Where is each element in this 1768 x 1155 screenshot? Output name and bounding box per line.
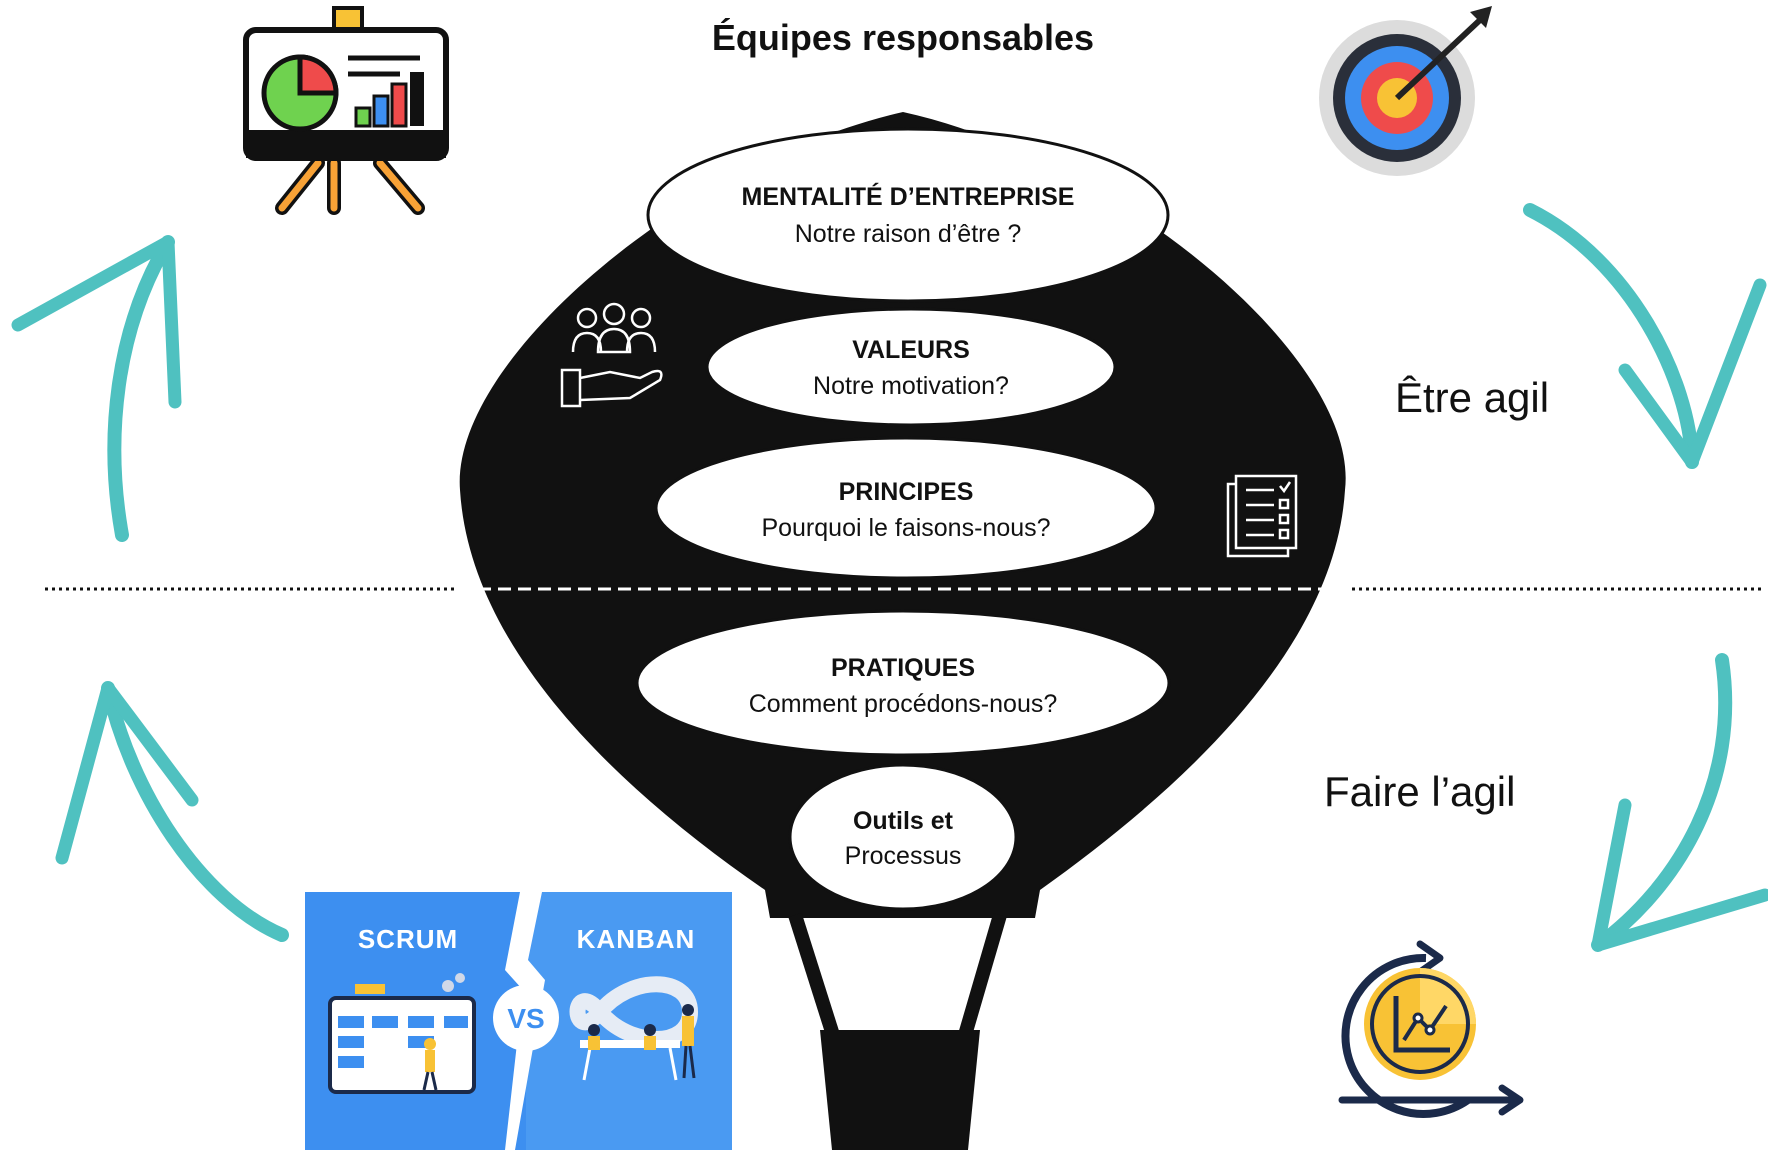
scrum-label: SCRUM <box>358 924 458 954</box>
presentation-board-icon <box>243 6 449 215</box>
vs-label: VS <box>507 1003 544 1034</box>
layer-question: Comment procédons-nous? <box>749 690 1058 718</box>
checklist-icon <box>1226 474 1298 558</box>
being-agile-label: Être agil <box>1395 374 1549 421</box>
cycle-arrow-right-top <box>1523 203 1767 469</box>
scrum-vs-kanban-board: SCRUM KANBAN VS <box>305 892 732 1150</box>
layer-oval-practices: PRATIQUES Comment procédons-nous? <box>635 609 1171 757</box>
layer-question: Processus <box>845 842 962 870</box>
layer-oval-values: VALEURS Notre motivation? <box>705 307 1117 427</box>
layer-oval-mindset: MENTALITÉ D’ENTREPRISE Notre raison d’êt… <box>646 127 1170 303</box>
cycle-chart-icon <box>1338 940 1524 1118</box>
cycle-arrow-left-bottom <box>55 681 289 942</box>
target-icon <box>1319 6 1492 176</box>
doing-agile-label: Faire l’agil <box>1324 768 1515 815</box>
cycle-arrow-left-top <box>11 235 182 542</box>
team-hand-icon <box>560 302 663 408</box>
cycle-arrow-right-bottom <box>1591 653 1768 952</box>
basket-ropes <box>788 912 1007 1038</box>
layer-heading: MENTALITÉ D’ENTREPRISE <box>742 182 1075 211</box>
layer-question: Pourquoi le faisons-nous? <box>761 514 1050 542</box>
diagram-title: Équipes responsables <box>712 17 1094 58</box>
layer-question: Notre motivation? <box>813 372 1009 400</box>
layer-heading: PRINCIPES <box>839 478 974 506</box>
layer-heading: PRATIQUES <box>831 654 975 682</box>
kanban-label: KANBAN <box>577 924 696 954</box>
balloon-basket <box>820 1030 980 1150</box>
layer-oval-principles: PRINCIPES Pourquoi le faisons-nous? <box>654 436 1158 580</box>
layer-oval-tools: Outils et Processus <box>788 763 1018 911</box>
layer-heading: VALEURS <box>852 336 970 364</box>
layer-question: Notre raison d’être ? <box>795 220 1022 248</box>
layer-heading: Outils et <box>853 807 954 835</box>
